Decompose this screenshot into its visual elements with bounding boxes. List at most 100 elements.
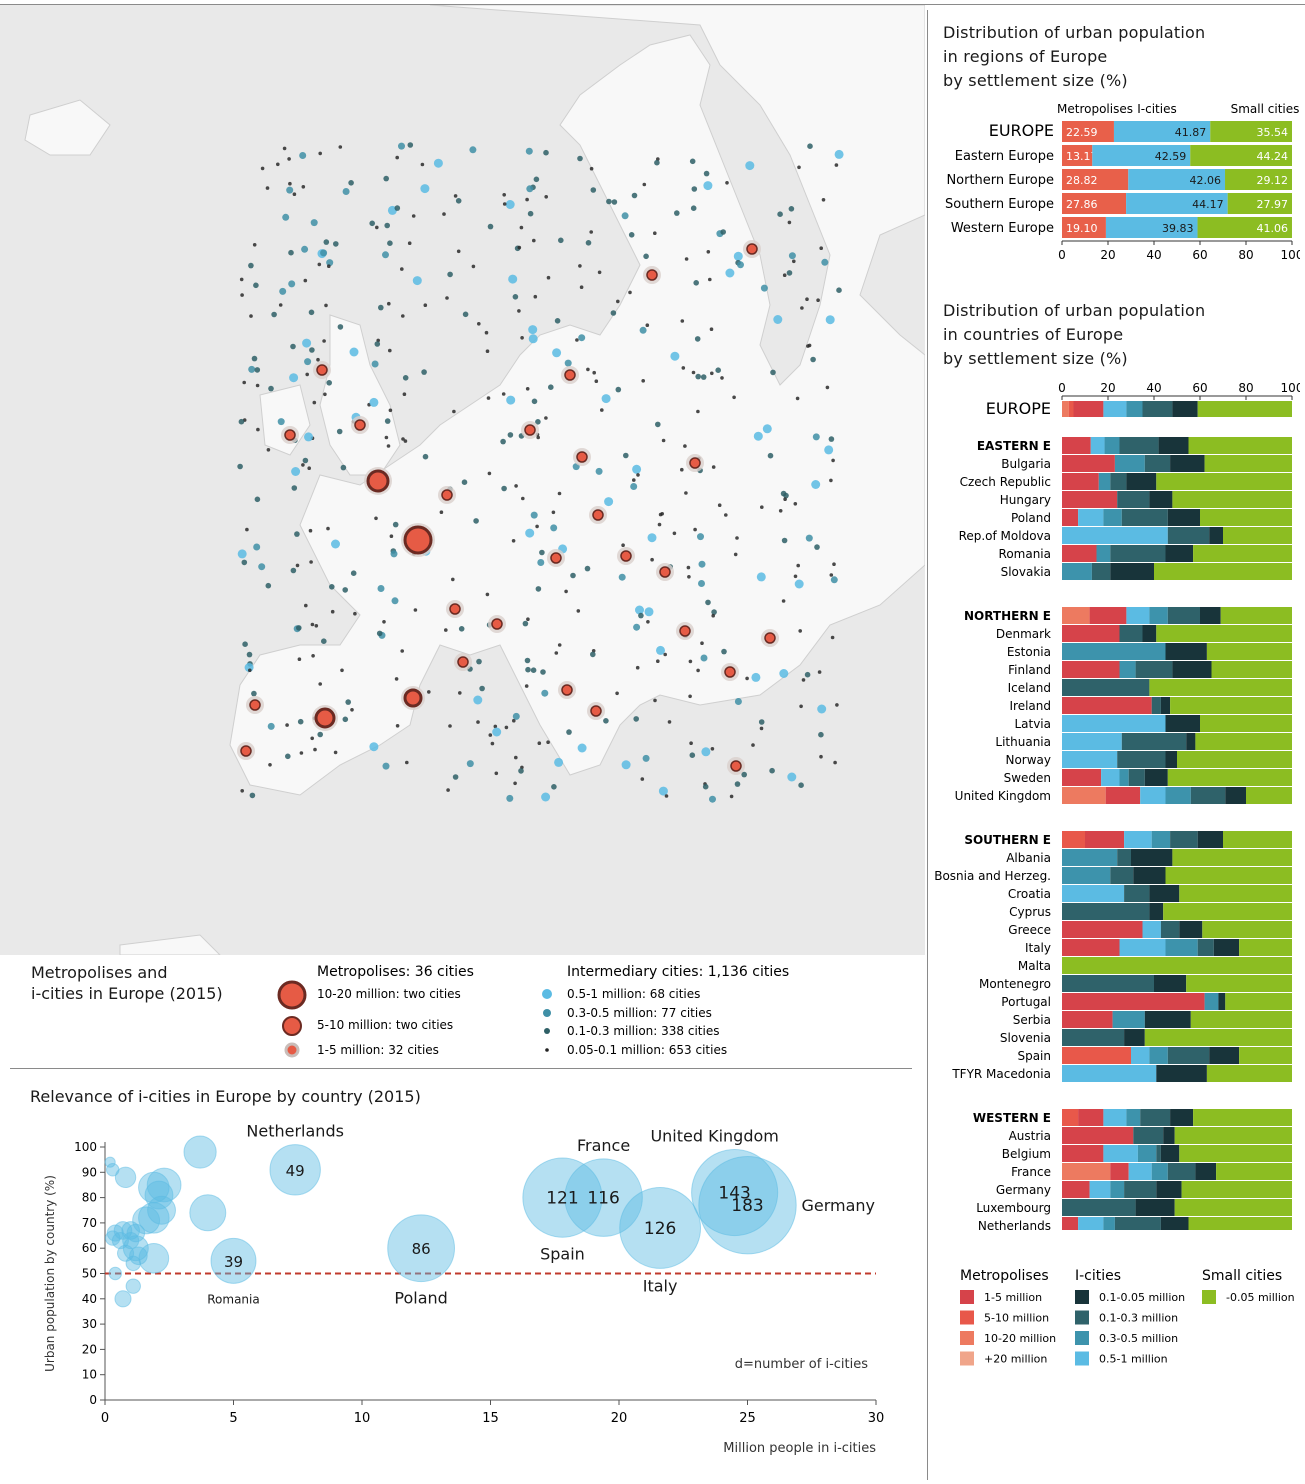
countries-row-label: EUROPE [986,399,1051,418]
countries-bar-segment [1160,1145,1180,1162]
countries-bar-segment [1204,455,1292,472]
icity-legend-symbol [545,1048,549,1052]
map-city-dot [793,574,798,579]
map-city-dot [575,338,579,342]
countries-row-label: Bosnia and Herzeg. [935,869,1051,883]
countries-bar-segment [1062,607,1090,624]
map-city-dot [327,264,331,269]
countries-legend-group: Small cities [1202,1268,1282,1284]
map-city-dot [690,205,697,211]
countries-bar-segment [1112,1011,1145,1028]
map-city-dot [295,563,300,568]
countries-chart-title: Distribution of urban population in coun… [943,301,1206,368]
map-city-dot [811,480,821,489]
map-city-dot [585,240,592,246]
countries-bar-segment [1188,437,1292,454]
map-city-dot [758,719,765,725]
map-city-dot [705,599,711,606]
map-city-dot [387,301,391,306]
map-city-dot [268,763,272,767]
countries-bar-segment [1223,527,1292,544]
map-city-dot [745,676,749,681]
countries-bar-segment [1177,751,1292,768]
bubble [138,1202,170,1234]
metropolis-marker [550,552,562,564]
countries-bar-segment [1110,473,1127,490]
map-city-dot [453,194,458,198]
map-city-dot [303,278,308,283]
countries-row-label: Netherlands [978,1219,1051,1230]
map-city-dot [377,585,385,592]
regions-bar-segment [1227,193,1292,214]
countries-row-label: Italy [1025,941,1051,955]
countries-bar-segment [1149,491,1173,508]
icity-legend-item: 0.3-0.5 million: 77 cities [567,1006,712,1020]
map-city-dot [291,467,301,476]
map-city-dot [322,339,326,343]
bubble-y-tick-label: 90 [82,1165,97,1179]
countries-row-label: Slovakia [1001,565,1051,579]
countries-row-label: Greece [1008,923,1051,937]
map-city-dot [301,185,306,189]
map-city-dot [353,611,357,616]
regions-x-tick-label: 40 [1146,248,1161,262]
regions-x-tick-label: 0 [1058,248,1066,262]
map-city-dot [282,213,290,221]
countries-bar-segment [1062,787,1106,804]
metropolis-marker [441,489,453,501]
countries-bar-segment [1172,849,1292,866]
countries-bar-segment [1225,787,1246,804]
regions-data-label: 22.59 [1066,126,1098,139]
countries-row-label: Portugal [1001,995,1051,1009]
map-city-dot [663,652,667,657]
countries-bar-segment [1062,903,1150,920]
map-city-dot [421,369,427,375]
countries-bar-segment [1062,491,1118,508]
map-city-dot [307,466,312,471]
countries-bar-segment [1209,527,1223,544]
metropolis-marker [403,688,423,708]
bubble-country-label: Netherlands [246,1122,344,1141]
map-city-dot [834,163,839,167]
countries-bar-segment [1190,1011,1292,1028]
map-city-dot [461,479,468,486]
regions-data-label: 35.54 [1257,126,1289,139]
bubble [138,1242,170,1274]
countries-bar-segment [1144,455,1171,472]
countries-bar-segment [1062,527,1168,544]
map-city-dot [715,367,721,374]
metropolis-marker [679,625,691,637]
countries-legend-label: 5-10 million [984,1312,1049,1325]
map-city-dot [641,379,645,383]
bubble [121,1221,141,1240]
metropolis-marker [240,745,252,757]
map-city-dot [476,658,482,665]
regions-bar-segment [1190,145,1292,166]
countries-row-label: Denmark [996,627,1051,641]
metropolis-marker [449,603,461,615]
map-city-dot [301,463,305,467]
countries-bar-segment [1165,751,1177,768]
map-city-dot [533,176,540,183]
map-city-dot [670,351,680,361]
countries-bar-segment [1220,607,1292,624]
map-city-dot [455,198,462,204]
map-city-dot [389,534,394,538]
map-city-dot [805,534,813,542]
map-city-dot [371,360,379,368]
map-city-dot [603,718,609,724]
countries-bar-segment [1062,473,1099,490]
map-city-dot [579,285,584,290]
map-city-dot [433,158,443,168]
map-city-dot [340,668,344,673]
icity-legend-heading: Intermediary cities: 1,136 cities [567,964,789,980]
countries-bar-segment [1167,607,1200,624]
regions-data-label: 13.17 [1066,150,1098,163]
map-city-dot [391,597,399,605]
map-city-dot [543,149,549,156]
countries-bar-segment [1062,975,1154,992]
map-city-dot [279,287,287,295]
countries-bar-segment [1089,1181,1111,1198]
map-city-dot [778,509,783,513]
map-city-dot [711,465,716,469]
